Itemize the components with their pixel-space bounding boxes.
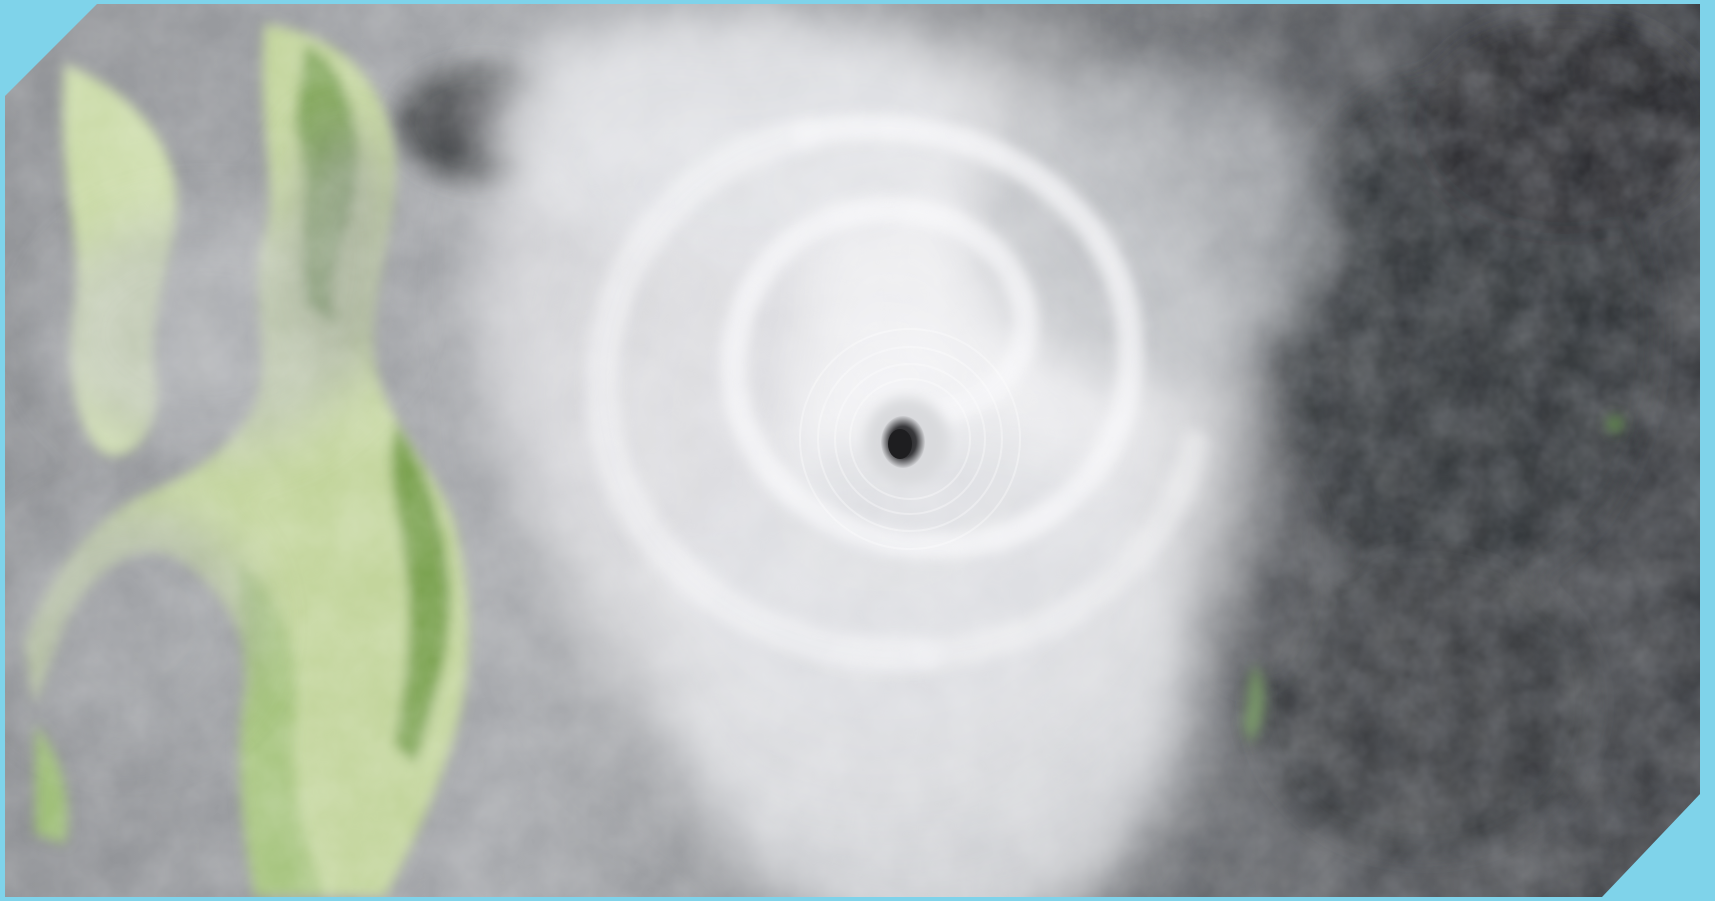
satellite-photo <box>5 4 1700 897</box>
typhoon-satellite-image <box>5 4 1700 897</box>
